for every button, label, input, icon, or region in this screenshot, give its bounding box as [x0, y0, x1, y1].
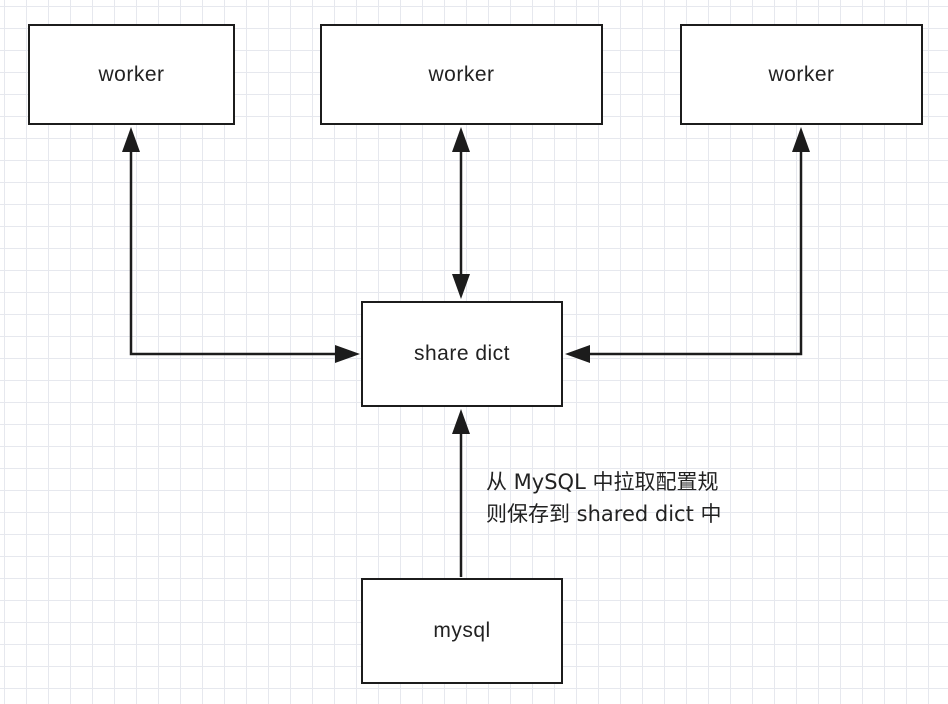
worker-node-left-label: worker [98, 62, 165, 86]
worker-node-center-label: worker [428, 62, 495, 86]
annotation-line-1: 从 MySQL 中拉取配置规 [486, 470, 719, 494]
arrowhead-up-worker-center [452, 127, 470, 152]
worker-node-right: worker [680, 24, 923, 125]
arrowhead-left-share-dict [565, 345, 590, 363]
mysql-node-label: mysql [433, 619, 491, 642]
share-dict-node: share dict [361, 301, 563, 407]
mysql-sync-annotation: 从 MySQL 中拉取配置规 则保存到 shared dict 中 [486, 466, 722, 530]
worker-node-left: worker [28, 24, 235, 125]
connector-worker-left-share-dict [129, 147, 338, 356]
arrowhead-down-share-dict [452, 274, 470, 299]
worker-node-center: worker [320, 24, 603, 125]
connector-worker-right-share-dict [586, 147, 803, 356]
annotation-line-2: 则保存到 shared dict 中 [486, 502, 722, 526]
arrowhead-right-share-dict [335, 345, 360, 363]
arrowhead-up-worker-right [792, 127, 810, 152]
mysql-node: mysql [361, 578, 563, 684]
arrowhead-up-share-dict-from-mysql [452, 409, 470, 434]
arrowhead-up-worker-left [122, 127, 140, 152]
share-dict-node-label: share dict [413, 342, 511, 365]
worker-node-right-label: worker [768, 62, 835, 86]
